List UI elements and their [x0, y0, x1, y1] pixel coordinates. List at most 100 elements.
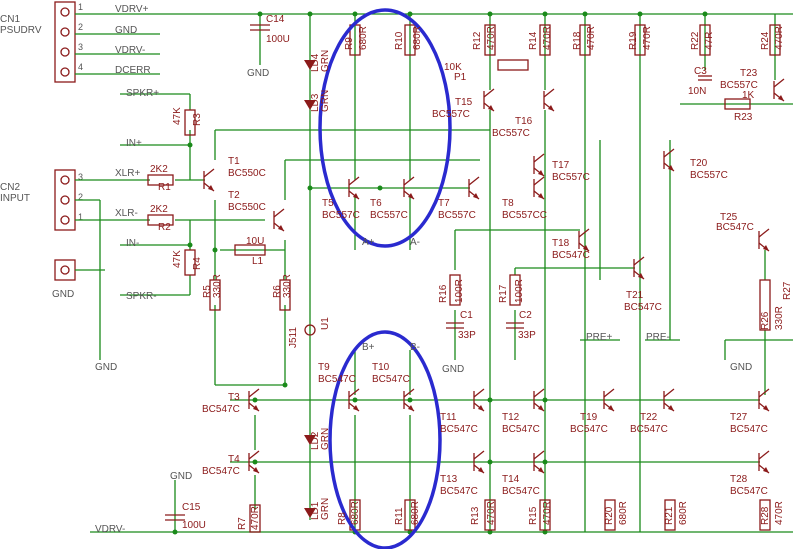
- svg-text:2: 2: [78, 192, 83, 202]
- value-ld4: GRN: [320, 50, 331, 72]
- ref-t25: T25: [720, 212, 738, 223]
- value-r6: 330R: [282, 274, 293, 298]
- ref-t13: T13: [440, 474, 458, 485]
- ref-t6: T6: [370, 198, 382, 209]
- ref-r23: R23: [734, 112, 753, 123]
- ref-c3: C3: [694, 66, 707, 77]
- net-label-b-: B-: [410, 342, 420, 353]
- transistor-t19: [603, 388, 615, 412]
- net-label-pre-: PRE+: [586, 332, 613, 343]
- value-r21: 680R: [678, 501, 689, 525]
- ref-r21: R21: [664, 506, 675, 525]
- net-label-spkr-: SPKR+: [126, 88, 159, 99]
- ref-c15: C15: [182, 502, 201, 513]
- value-r28: 470R: [774, 501, 785, 525]
- ref-t19: T19: [580, 412, 598, 423]
- resistor-r2: [147, 214, 174, 226]
- highlight-ellipse-top: [318, 8, 452, 248]
- ref-ld4: LD4: [310, 53, 321, 72]
- transistor-t9: [348, 388, 360, 412]
- transistor-t8: [533, 176, 545, 200]
- svg-text:4: 4: [78, 62, 83, 72]
- ref-r22: R22: [690, 31, 701, 50]
- ref-r16: R16: [438, 284, 449, 303]
- resistor-r11: [404, 499, 416, 531]
- value-r11: 680R: [410, 501, 421, 525]
- transistor-t27: [758, 388, 770, 412]
- ref-c2: C2: [519, 310, 532, 321]
- resistors: [147, 24, 781, 533]
- value-r15: 470R: [542, 501, 553, 525]
- ref-c14: C14: [266, 14, 285, 25]
- highlight-ellipse-bottom: [328, 330, 442, 549]
- ref-ld2: LD2: [310, 431, 321, 450]
- resistor-r7: [249, 504, 261, 533]
- value-r2: 2K2: [150, 204, 168, 215]
- type-t8: BC557CC: [502, 210, 547, 221]
- ref-t4: T4: [228, 454, 240, 465]
- ref-t27: T27: [730, 412, 748, 423]
- value-r1: 2K2: [150, 164, 168, 175]
- connector-cn1: CN1 PSUDRV 1 2 3 4: [0, 1, 83, 83]
- type-t3: BC547C: [202, 404, 240, 415]
- value-r9: 680R: [358, 26, 369, 50]
- led-ld4: [304, 60, 316, 70]
- resistor-r13: [484, 499, 496, 531]
- ref-l1: L1: [252, 256, 264, 267]
- value-r17: 100R: [514, 279, 525, 303]
- ref-t11: T11: [440, 412, 457, 423]
- ref-t12: T12: [502, 412, 520, 423]
- transistor-t5: [348, 176, 360, 200]
- transistor-t3: [248, 388, 260, 412]
- transistor-t18: [578, 228, 590, 252]
- led-ld1: [304, 508, 316, 518]
- net-label-gnd: GND: [115, 25, 137, 36]
- ref-r6: R6: [272, 285, 283, 298]
- ref-ld1: LD1: [310, 501, 321, 520]
- transistor-t2: [273, 208, 285, 232]
- ref-u1: U1: [320, 317, 331, 330]
- wiring: [75, 13, 793, 533]
- ref-t16: T16: [515, 116, 533, 127]
- ref-t23: T23: [740, 68, 758, 79]
- value-r18: 470R: [586, 26, 597, 50]
- type-t9: BC547C: [318, 374, 356, 385]
- net-label-vdrv-: VDRV-: [95, 524, 125, 535]
- svg-text:2: 2: [78, 22, 83, 32]
- ref-r15: R15: [528, 506, 539, 525]
- transistor-t22: [663, 388, 675, 412]
- ref-r2: R2: [158, 222, 171, 233]
- svg-text:3: 3: [78, 42, 83, 52]
- jfet-u1: [304, 324, 316, 336]
- transistor-t13: [473, 450, 485, 474]
- value-r12: 470R: [486, 26, 497, 50]
- ref-t18: T18: [552, 238, 570, 249]
- ref-t3: T3: [228, 392, 240, 403]
- ref-t22: T22: [640, 412, 658, 423]
- type-t4: BC547C: [202, 466, 240, 477]
- leds: [304, 60, 316, 518]
- resistor-r23: [724, 98, 751, 110]
- ref-r11: R11: [394, 507, 405, 525]
- net-label-in-: IN-: [126, 238, 139, 249]
- type-t22: BC547C: [630, 424, 668, 435]
- value-c14: 100U: [266, 34, 290, 45]
- resistor-r20: [604, 499, 616, 531]
- resistor-r1: [147, 174, 174, 186]
- ref-t10: T10: [372, 362, 390, 373]
- type-t27: BC547C: [730, 424, 768, 435]
- value-r23: 1K: [742, 90, 755, 101]
- transistor-t10: [403, 388, 415, 412]
- led-ld2: [304, 435, 316, 445]
- type-t2: BC550C: [228, 202, 266, 213]
- net-label-gnd: GND: [170, 471, 192, 482]
- type-t7: BC557C: [438, 210, 476, 221]
- value-r4: 47K: [172, 250, 183, 268]
- svg-text:3: 3: [78, 172, 83, 182]
- type-t5: BC557C: [322, 210, 360, 221]
- transistor-t6: [403, 176, 415, 200]
- value-r13: 470R: [486, 501, 497, 525]
- ref-t20: T20: [690, 158, 708, 169]
- svg-text:GND: GND: [52, 289, 74, 300]
